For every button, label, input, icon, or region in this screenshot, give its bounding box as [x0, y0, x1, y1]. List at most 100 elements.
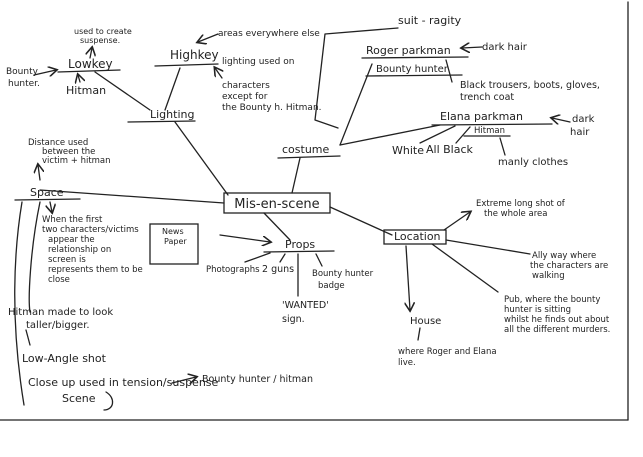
costume-to-elana [339, 124, 441, 146]
costume-to-roger [339, 63, 373, 146]
space-first-6: represents them to be [48, 265, 143, 275]
location-pub-1: Pub, where the bounty [504, 295, 600, 305]
lowkey-note-2: suspense. [80, 36, 120, 45]
bounty-arrow [33, 70, 56, 75]
edge-props [263, 212, 291, 241]
highkey-label: Highkey [170, 48, 219, 62]
space-distance-2: between the [42, 147, 95, 157]
roger-dark-hair: dark hair [482, 42, 528, 53]
props-badge-2: badge [318, 281, 345, 291]
elana-manly: manly clothes [498, 157, 568, 168]
elana-dark-hair-1: dark [572, 114, 595, 125]
location-alley-1: Ally way where [532, 251, 596, 261]
props-badge-1: Bounty hunter [312, 269, 374, 279]
lighting-to-lowkey [94, 71, 151, 111]
highkey-note-1: characters [222, 81, 270, 91]
roger-suit: suit - ragity [398, 14, 462, 27]
roger-clothes-1: Black trousers, boots, gloves, [460, 80, 600, 91]
highkey-lighting-used: lighting used on [222, 57, 294, 67]
elana-underline [431, 123, 553, 126]
location-extreme-2: the whole area [484, 209, 547, 219]
space-bounty-arrow [171, 377, 196, 383]
props-badge-link [315, 253, 323, 267]
props-news-bracket [149, 223, 199, 265]
props-news-2: Paper [164, 237, 187, 246]
hitman-label: Hitman [66, 84, 106, 97]
highkey-note-3: the Bounty h. Hitman. [222, 103, 322, 113]
hitman-arrow [78, 75, 80, 82]
elana-role: Hitman [474, 126, 505, 136]
highkey-top-arrow [198, 33, 219, 42]
props-news-1: News [162, 227, 184, 236]
space-low-angle: Low-Angle shot [22, 352, 107, 365]
space-spine-right [28, 201, 41, 313]
roger-role: Bounty hunter [376, 64, 449, 75]
location-pub-2: hunter is sitting [504, 305, 571, 315]
space-first-4: relationship on [48, 245, 111, 255]
location-extreme-1: Extreme long shot of [476, 199, 566, 209]
highkey-underline [154, 63, 219, 67]
space-hitman-taller-1: Hitman made to look [8, 307, 113, 318]
elana-dark-hair-arrow [552, 118, 571, 122]
elana-name: Elana parkman [440, 110, 523, 123]
props-photographs: Photographs [206, 265, 260, 275]
lowkey-note-1: used to create [74, 27, 132, 36]
highkey-note-arrow [215, 68, 222, 79]
location-where-1: where Roger and Elana [398, 347, 497, 357]
props-news-arrow [219, 234, 270, 242]
props-underline [263, 250, 335, 253]
space-close-up-2: Scene [62, 392, 96, 405]
roger-role-underline [365, 74, 463, 77]
props-guns-link [279, 253, 286, 263]
roger-dark-hair-arrow [462, 47, 483, 48]
location-extreme-arrow [443, 212, 470, 231]
space-hitman-taller-2: taller/bigger. [26, 320, 90, 331]
location-where-2: live. [398, 358, 416, 368]
bounty-hunter-2: hunter. [8, 79, 40, 89]
space-close-up-1: Close up used in tension/suspense [28, 376, 219, 389]
edge-space [39, 189, 225, 204]
location-pub-3: whilst he finds out about [504, 315, 610, 325]
elana-black: All Black [426, 143, 474, 156]
lighting-title: Lighting [150, 108, 194, 121]
roger-suit-bracket [314, 27, 399, 129]
roger-clothes-2: trench coat [460, 92, 514, 103]
location-alley-2: the characters are [530, 261, 608, 271]
edge-costume [291, 157, 301, 194]
space-title: Space [30, 186, 64, 199]
highkey-note-2: except for [222, 92, 268, 102]
location-house-link [406, 245, 410, 310]
props-photo-link [244, 252, 271, 263]
elana-to-manly [499, 137, 506, 156]
central-node-label: Mis-en-scene [234, 197, 319, 212]
lowkey-label: Lowkey [68, 57, 113, 71]
edge-lighting [174, 121, 229, 196]
roger-clothes-link [445, 59, 453, 83]
costume-title: costume [282, 143, 330, 156]
space-distance-arrow [38, 165, 40, 181]
space-first-7: close [48, 275, 70, 285]
space-first-1: When the first [42, 215, 103, 225]
location-title: Location [394, 230, 441, 243]
space-distance-1: Distance used [28, 138, 88, 148]
elana-dark-hair-2: hair [570, 127, 590, 138]
space-first-arrow [50, 201, 52, 212]
space-distance-3: victim + hitman [42, 156, 111, 166]
space-bounty-hitman: Bounty hunter / hitman [202, 374, 313, 385]
location-box [383, 229, 447, 245]
location-house-arrow [417, 327, 421, 341]
elana-to-black [455, 126, 471, 144]
location-pub-link [431, 243, 499, 293]
space-first-5: screen is [48, 255, 86, 265]
props-guns: 2 guns [262, 264, 294, 275]
location-alley-link [445, 239, 531, 255]
space-underline [14, 198, 81, 201]
lighting-to-highkey [164, 67, 181, 111]
space-spine-left [14, 201, 25, 406]
space-first-2: two characters/victims [42, 225, 139, 235]
lowkey-underline [57, 69, 121, 73]
roger-name: Roger parkman [366, 44, 451, 57]
bounty-hunter-1: Bounty [6, 67, 39, 77]
props-title: Props [285, 238, 315, 251]
